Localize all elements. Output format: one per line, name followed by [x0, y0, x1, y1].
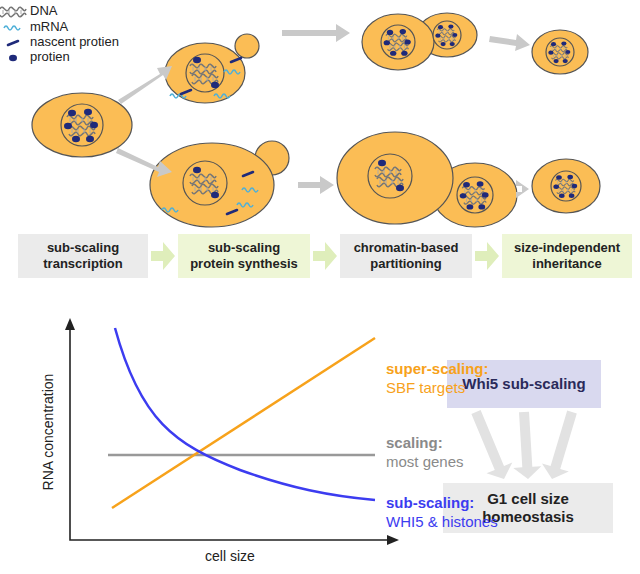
axis-title: cell size: [205, 548, 255, 564]
box-text: size-independent inheritance: [510, 240, 624, 271]
block-arrow: [151, 242, 175, 270]
box-text: sub-scaling protein synthesis: [186, 240, 302, 271]
process-box: chromatin-based partitioning: [340, 234, 472, 278]
legend-text: DNA: [30, 4, 57, 19]
legend-text: mRNA: [30, 20, 68, 35]
axis-title: RNA concentration: [40, 374, 56, 491]
block-arrow: [542, 411, 577, 479]
curve-label: super-scaling:: [386, 360, 489, 377]
curve-label: SBF targets: [386, 379, 465, 396]
curve-label: scaling:: [386, 434, 443, 451]
box-text: Whi5 sub-scaling: [462, 375, 585, 393]
legend-text: nascent protien: [30, 35, 119, 50]
block-arrow: [471, 410, 512, 479]
process-box: size-independent inheritance: [502, 234, 632, 278]
legend-text: protien: [30, 50, 70, 65]
box-text: sub-scaling transcription: [26, 240, 140, 271]
curve-label: WHI5 & histones: [386, 513, 498, 530]
block-arrow: [313, 242, 337, 270]
box-text: chromatin-based partitioning: [348, 240, 464, 271]
curve-label: most genes: [386, 453, 464, 470]
curve-label: sub-scaling:: [386, 494, 474, 511]
block-arrow: [475, 242, 499, 270]
process-box: sub-scaling transcription: [18, 234, 148, 278]
chart-axes: [65, 318, 399, 545]
block-arrow: [513, 412, 541, 479]
process-box: sub-scaling protein synthesis: [178, 234, 310, 278]
